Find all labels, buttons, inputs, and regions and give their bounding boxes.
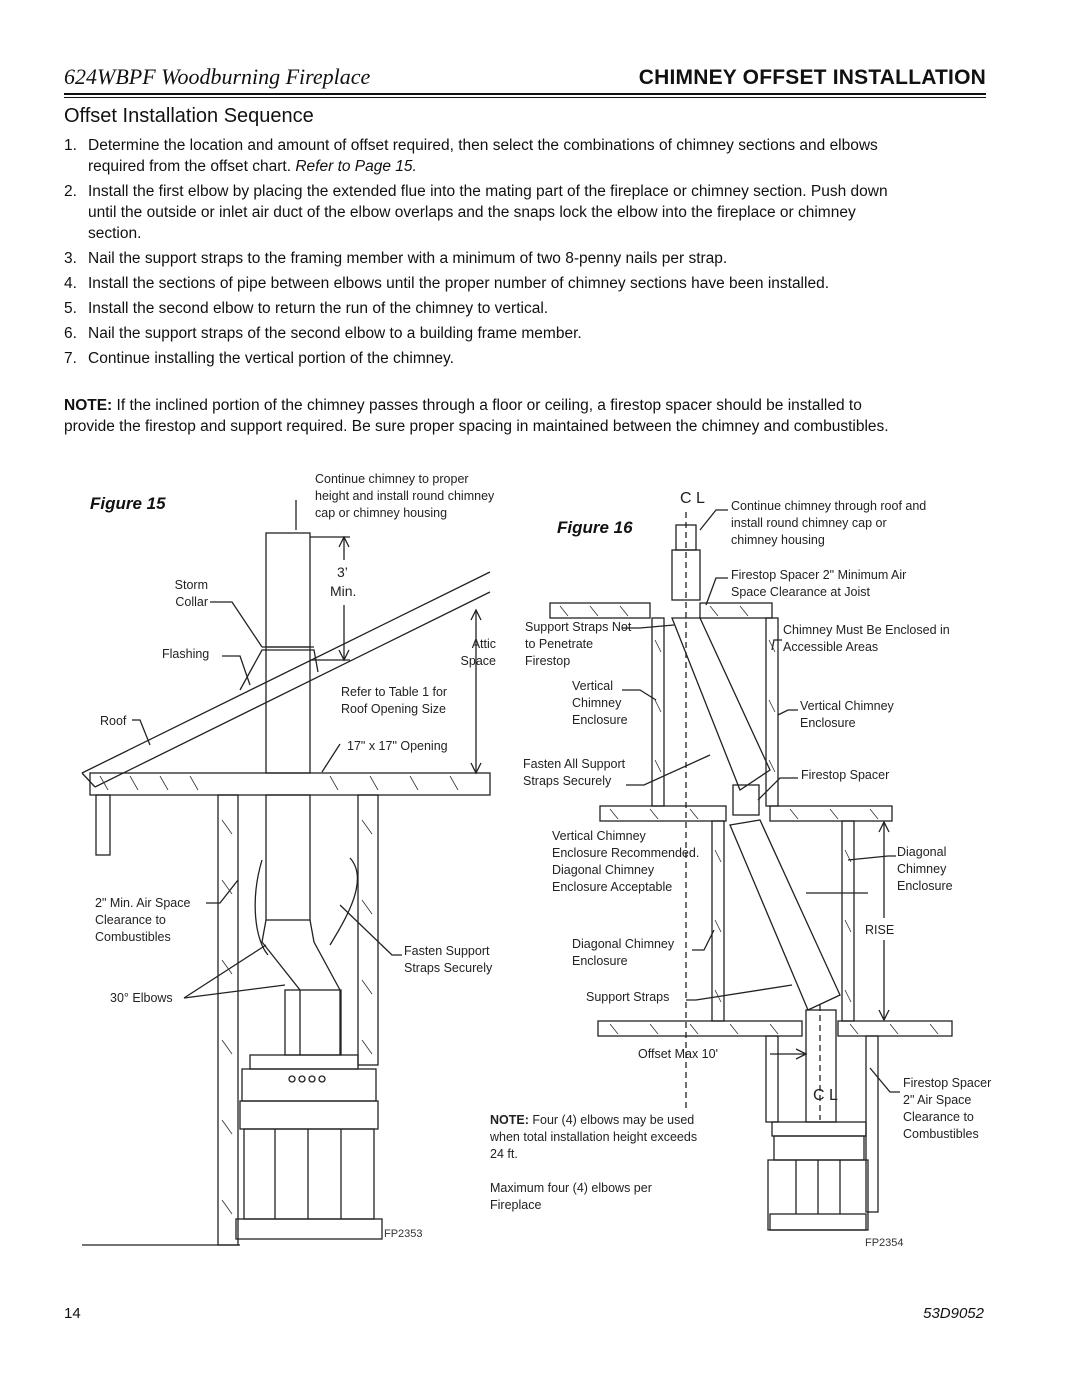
- three-foot-label: 3’: [337, 564, 348, 580]
- rise-label: RISE: [865, 923, 895, 937]
- step-item: 3. Nail the support straps to the framin…: [64, 248, 894, 269]
- firestop-bottom-label: Firestop Spacer 2" Air Space Clearance t…: [903, 1076, 992, 1141]
- continue-through-roof-label: Continue chimney through roof and instal…: [731, 499, 927, 547]
- step-number: 4.: [64, 275, 77, 292]
- figure-15-title: Figure 15: [90, 494, 166, 513]
- document-title: 624WBPF Woodburning Fireplace: [64, 64, 371, 89]
- step-item: 4. Install the sections of pipe between …: [64, 273, 894, 294]
- firestop-spacer-mid-label: Firestop Spacer: [801, 768, 890, 782]
- roof-opening-table-label: Refer to Table 1 for Roof Opening Size: [341, 685, 448, 716]
- step-number: 6.: [64, 325, 77, 342]
- step-list: 1. Determine the location and amount of …: [64, 135, 894, 373]
- four-elbows-note-text: Four (4) elbows may be used when total i…: [490, 1113, 698, 1161]
- flashing-label: Flashing: [162, 647, 210, 661]
- four-elbows-note-label: NOTE:: [490, 1113, 529, 1127]
- firestop-joist-label: Firestop Spacer 2" Minimum Air Space Cle…: [731, 568, 907, 599]
- step-item: 7. Continue installing the vertical port…: [64, 348, 894, 369]
- step-number: 3.: [64, 250, 77, 267]
- step-text: Install the sections of pipe between elb…: [88, 275, 829, 292]
- figure-16-code: FP2354: [865, 1237, 904, 1249]
- step-number: 1.: [64, 137, 77, 154]
- step-number: 2.: [64, 183, 77, 200]
- max-elbows-label: Maximum four (4) elbows per Fireplace: [490, 1181, 652, 1212]
- step-number: 7.: [64, 350, 77, 367]
- offset-max-label: Offset Max 10': [638, 1047, 718, 1061]
- figure-15-code: FP2353: [384, 1228, 423, 1240]
- note-text: If the inclined portion of the chimney p…: [64, 397, 889, 435]
- centerline-bottom-label: C L: [813, 1087, 838, 1104]
- step-text: Install the second elbow to return the r…: [88, 300, 549, 317]
- step-text: Nail the support straps of the second el…: [88, 325, 582, 342]
- four-elbows-note: NOTE: Four (4) elbows may be used when t…: [490, 1112, 710, 1163]
- step-item: 5. Install the second elbow to return th…: [64, 298, 894, 319]
- step-text: Continue installing the vertical portion…: [88, 350, 454, 367]
- note-label: NOTE:: [64, 397, 113, 414]
- must-be-enclosed-label: Chimney Must Be Enclosed in Accessible A…: [783, 623, 950, 654]
- enclosure-recommended-label: Vertical Chimney Enclosure Recommended. …: [552, 829, 700, 894]
- step-reference: Refer to Page 15.: [295, 158, 417, 175]
- air-space-label: 2" Min. Air Space Clearance to Combustib…: [95, 896, 191, 944]
- vertical-enclosure-left-label: Vertical Chimney Enclosure: [572, 679, 628, 727]
- diagonal-enclosure-left-label: Diagonal Chimney Enclosure: [572, 937, 675, 968]
- document-code: 53D9052: [923, 1305, 984, 1322]
- section-heading: CHIMNEY OFFSET INSTALLATION: [638, 66, 986, 89]
- page-number: 14: [64, 1305, 81, 1322]
- note-paragraph: NOTE: If the inclined portion of the chi…: [64, 395, 894, 437]
- min-label: Min.: [330, 583, 357, 599]
- vertical-enclosure-right-label: Vertical Chimney Enclosure: [800, 699, 894, 730]
- attic-space-label: Attic Space: [460, 637, 496, 668]
- support-straps-firestop-label: Support Straps Not to Penetrate Firestop: [525, 620, 632, 668]
- step-item: 6. Nail the support straps of the second…: [64, 323, 894, 344]
- step-text: Determine the location and amount of off…: [88, 137, 878, 175]
- storm-collar-label: Storm Collar: [174, 578, 208, 609]
- step-text: Install the first elbow by placing the e…: [88, 183, 888, 242]
- support-straps-label: Support Straps: [586, 990, 670, 1004]
- elbows-label: 30° Elbows: [110, 991, 173, 1005]
- step-text: Nail the support straps to the framing m…: [88, 250, 728, 267]
- subsection-title: Offset Installation Sequence: [64, 105, 314, 127]
- fasten-all-straps-label: Fasten All Support Straps Securely: [523, 757, 626, 788]
- step-item: 1. Determine the location and amount of …: [64, 135, 894, 177]
- header-rule-thin: [64, 97, 986, 98]
- step-number: 5.: [64, 300, 77, 317]
- centerline-top-label: C L: [680, 490, 705, 507]
- roof-label: Roof: [100, 714, 127, 728]
- step-item: 2. Install the first elbow by placing th…: [64, 181, 894, 244]
- fasten-straps-label: Fasten Support Straps Securely: [404, 944, 493, 975]
- diagonal-enclosure-right-label: Diagonal Chimney Enclosure: [897, 845, 953, 893]
- opening-size-label: 17" x 17" Opening: [347, 739, 448, 753]
- continue-chimney-label: Continue chimney to proper height and in…: [315, 472, 495, 520]
- header-rule: [64, 93, 986, 95]
- figure-16-title: Figure 16: [557, 518, 633, 537]
